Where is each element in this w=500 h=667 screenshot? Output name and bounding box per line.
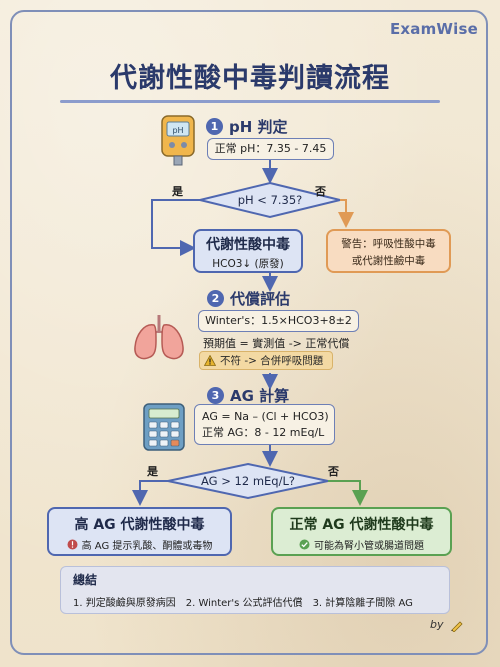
arrow-ph-yes (151, 199, 200, 256)
signature: by (430, 618, 464, 633)
summary-box: 總結 1. 判定酸鹼與原發病因 2. Winter's 公式評估代償 3. 計算… (60, 566, 450, 614)
summary-item: 3. 計算陰離子間隙 AG (312, 598, 413, 609)
ph-decision-diamond (199, 181, 341, 219)
step2-number: 2 (207, 290, 224, 307)
warning-line2: 或代謝性鹼中毒 (351, 255, 426, 267)
warning-line1: 警告：呼吸性酸中毒 (341, 238, 436, 250)
high-ag-note-row: 高 AG 提示乳酸、酮體或毒物 (49, 537, 230, 552)
lungs-icon (134, 315, 184, 360)
normal-ag-title: 正常 AG 代謝性酸中毒 (289, 517, 434, 533)
summary-items: 1. 判定酸鹼與原發病因 2. Winter's 公式評估代償 3. 計算陰離子… (73, 594, 437, 609)
ag-formula-text: AG = Na – (Cl + HCO3) (202, 410, 329, 423)
high-ag-title: 高 AG 代謝性酸中毒 (74, 517, 205, 533)
metabolic-acidosis-box: 代謝性酸中毒 HCO3↓ (原發) (193, 229, 303, 273)
svg-text:pH: pH (172, 126, 183, 135)
normal-ph-text: 正常 pH：7.35 - 7.45 (214, 142, 327, 155)
ag-yes-label: 是 (147, 465, 158, 478)
mismatch-note: 不符 -> 合併呼吸問題 (199, 351, 333, 370)
metabolic-acidosis-sub: HCO3↓ (原發) (212, 258, 284, 270)
normal-ag-note: 可能為腎小管或腸道問題 (314, 541, 424, 552)
metabolic-acidosis-title: 代謝性酸中毒 (206, 237, 290, 253)
check-icon (299, 539, 310, 550)
step3-header: 3 AG 計算 (207, 385, 289, 406)
step1-header: 1 pH 判定 (206, 116, 288, 137)
pen-icon (451, 621, 463, 633)
summary-item: 1. 判定酸鹼與原發病因 (73, 598, 176, 609)
winter-formula-box: Winter's：1.5×HCO3+8±2 (198, 310, 359, 332)
step1-number: 1 (206, 118, 223, 135)
ph-yes-label: 是 (172, 185, 183, 198)
step2-label: 代償評估 (230, 290, 291, 308)
signature-text: by (430, 618, 444, 631)
high-ag-note: 高 AG 提示乳酸、酮體或毒物 (81, 541, 213, 552)
step3-label: AG 計算 (230, 387, 290, 405)
step2-header: 2 代償評估 (207, 288, 290, 309)
exclamation-icon (67, 539, 78, 550)
page-frame (10, 10, 488, 655)
ag-decision-text: AG > 12 mEq/L? (201, 474, 295, 488)
brand-logo: ExamWise (389, 20, 478, 38)
summary-heading: 總結 (73, 573, 98, 587)
normal-ag-box: 正常 AG 代謝性酸中毒 可能為腎小管或腸道問題 (271, 507, 452, 556)
page-title: 代謝性酸中毒判讀流程 (110, 63, 390, 94)
step1-label: pH 判定 (229, 118, 288, 136)
ph-meter-icon: pH (161, 115, 195, 166)
ag-no-label: 否 (328, 465, 339, 478)
arrow-ag-yes (132, 480, 168, 506)
step3-number: 3 (207, 387, 224, 404)
ph-decision-text: pH < 7.35? (237, 193, 303, 207)
warning-icon (204, 355, 216, 366)
ph-no-label: 否 (315, 185, 326, 198)
warning-box: 警告：呼吸性酸中毒 或代謝性鹼中毒 (326, 229, 451, 273)
high-ag-box: 高 AG 代謝性酸中毒 高 AG 提示乳酸、酮體或毒物 (47, 507, 232, 556)
normal-ph-box: 正常 pH：7.35 - 7.45 (207, 138, 334, 160)
normal-ag-note-row: 可能為腎小管或腸道問題 (273, 537, 450, 552)
arrow-ph-no (338, 199, 354, 228)
calculator-icon (143, 403, 185, 451)
winter-formula-text: Winter's：1.5×HCO3+8±2 (205, 314, 352, 327)
ag-normal-text: 正常 AG：8 - 12 mEq/L (202, 426, 325, 439)
title-underline (60, 100, 440, 103)
ag-decision-diamond (167, 462, 329, 500)
ag-formula-box: AG = Na – (Cl + HCO3) 正常 AG：8 - 12 mEq/L (194, 404, 335, 445)
arrow-ag-no (328, 480, 368, 506)
compensation-rule: 預期值 = 實測值 -> 正常代償 (203, 337, 350, 350)
summary-item: 2. Winter's 公式評估代償 (185, 598, 303, 609)
mismatch-text: 不符 -> 合併呼吸問題 (220, 355, 324, 367)
